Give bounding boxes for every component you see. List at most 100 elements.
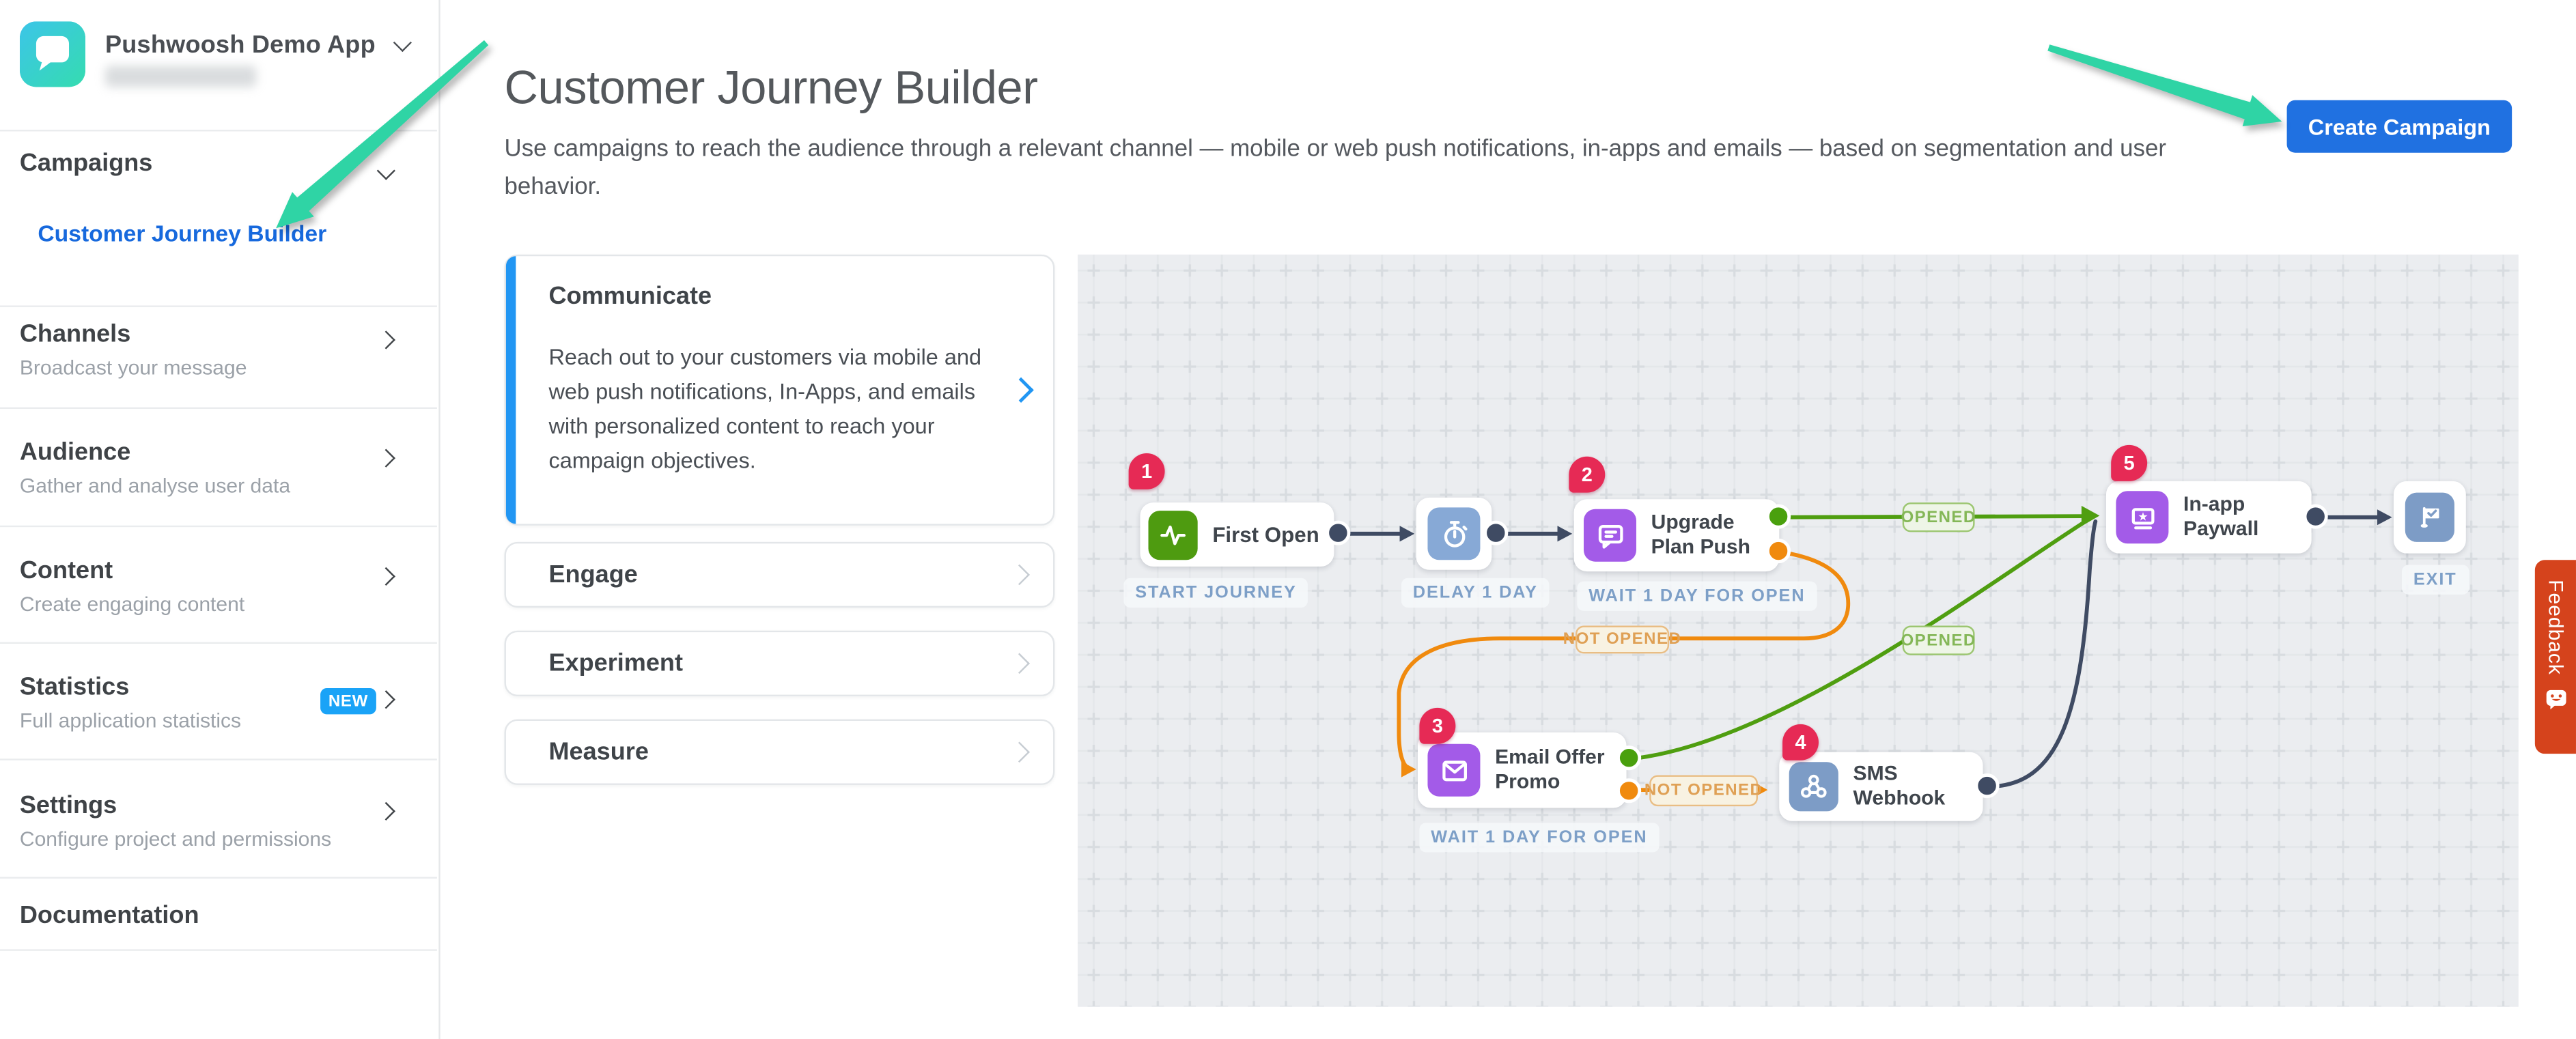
page-title: Customer Journey Builder xyxy=(504,62,1039,115)
engage-label: Engage xyxy=(548,560,638,589)
not-opened-port[interactable] xyxy=(1766,539,1791,564)
step-badge: 2 xyxy=(1569,456,1606,493)
stopwatch-icon xyxy=(1427,507,1481,560)
divider xyxy=(0,407,437,409)
output-port[interactable] xyxy=(2303,504,2328,529)
measure-label: Measure xyxy=(548,738,649,767)
app-selector[interactable]: Pushwoosh Demo App xyxy=(104,31,412,59)
chevron-right-icon xyxy=(1009,741,1030,763)
sidebar-item-channels[interactable]: Channels xyxy=(19,320,131,348)
chevron-right-icon[interactable] xyxy=(376,567,395,586)
chevron-down-icon[interactable] xyxy=(376,161,395,180)
engage-card[interactable]: Engage xyxy=(504,541,1055,608)
feedback-tab[interactable]: Feedback xyxy=(2534,560,2576,754)
activity-pulse-icon xyxy=(1148,509,1198,560)
node-sms-webhook[interactable]: SMS Webhook xyxy=(1779,752,1983,821)
node-caption: DELAY 1 DAY xyxy=(1401,578,1550,608)
divider xyxy=(0,877,437,879)
neutral-arrowheads xyxy=(1399,509,2392,542)
opened-edge-label: OPENED xyxy=(1901,502,1975,532)
node-first-open[interactable]: First Open xyxy=(1140,502,1334,567)
node-inapp-paywall[interactable]: ★ In-app Paywall xyxy=(2105,481,2312,554)
divider xyxy=(0,758,437,760)
sidebar-item-documentation[interactable]: Documentation xyxy=(19,901,199,930)
opened-edge-label: OPENED xyxy=(1901,625,1975,655)
output-port[interactable] xyxy=(1974,773,2000,799)
experiment-label: Experiment xyxy=(548,649,684,678)
sidebar-item-audience-subtitle: Gather and analyse user data xyxy=(19,474,291,498)
chevron-right-icon[interactable] xyxy=(376,801,395,821)
node-upgrade-plan-push[interactable]: Upgrade Plan Push xyxy=(1573,499,1780,572)
divider xyxy=(0,305,437,307)
node-exit[interactable] xyxy=(2393,481,2466,554)
new-badge: NEW xyxy=(320,687,376,715)
opened-arrowhead xyxy=(2081,505,2100,526)
node-label: First Open xyxy=(1212,522,1319,547)
feedback-smiley-icon xyxy=(2544,688,2567,720)
journey-edges xyxy=(1078,254,2519,1007)
webhook-icon xyxy=(1789,762,1838,812)
step-badge: 4 xyxy=(1782,724,1819,760)
sidebar-item-settings-subtitle: Configure project and permissions xyxy=(19,827,332,851)
chevron-right-icon[interactable] xyxy=(376,690,395,709)
flag-check-icon xyxy=(2405,492,2454,542)
output-port[interactable] xyxy=(1326,520,1351,545)
opened-port[interactable] xyxy=(1616,745,1642,771)
step-badge: 1 xyxy=(1128,453,1165,489)
sidebar-item-content-subtitle: Create engaging content xyxy=(19,593,245,616)
sidebar-item-statistics-subtitle: Full application statistics xyxy=(19,709,242,732)
canvas-grid xyxy=(1078,254,2519,1007)
sidebar-item-audience[interactable]: Audience xyxy=(19,438,131,467)
journey-canvas[interactable]: First Open xyxy=(1078,254,2519,1007)
step-badge: 3 xyxy=(1419,707,1456,744)
chevron-right-icon[interactable] xyxy=(376,330,395,350)
push-message-icon xyxy=(1583,509,1636,562)
communicate-card[interactable]: Communicate Reach out to your customers … xyxy=(504,254,1055,526)
ticket-icon: ★ xyxy=(2116,491,2169,544)
chevron-down-icon xyxy=(393,33,412,53)
app-code-redacted xyxy=(104,66,257,87)
node-label: Upgrade Plan Push xyxy=(1651,511,1751,558)
chevron-right-icon xyxy=(1009,564,1030,586)
divider xyxy=(0,130,437,132)
app-selector-label: Pushwoosh Demo App xyxy=(104,31,376,59)
create-campaign-button[interactable]: Create Campaign xyxy=(2286,100,2512,153)
pushwoosh-logo-icon[interactable] xyxy=(19,21,86,87)
not-opened-edge-label: NOT OPENED xyxy=(1563,625,1681,654)
node-caption: START JOURNEY xyxy=(1123,578,1308,608)
divider xyxy=(0,525,437,528)
node-label: SMS Webhook xyxy=(1853,762,1946,810)
sidebar-item-channels-subtitle: Broadcast your message xyxy=(19,356,247,380)
chevron-right-icon[interactable] xyxy=(376,449,395,468)
node-label: Email Offer Promo xyxy=(1495,745,1605,793)
sidebar-item-campaigns[interactable]: Campaigns xyxy=(19,149,153,177)
node-caption: EXIT xyxy=(2401,565,2469,595)
not-opened-edge-label: NOT OPENED xyxy=(1644,775,1762,807)
neutral-edges xyxy=(1345,515,2379,789)
email-icon xyxy=(1427,743,1481,797)
sidebar-item-statistics[interactable]: Statistics xyxy=(19,673,130,702)
communicate-body: Reach out to your customers via mobile a… xyxy=(548,345,982,473)
node-caption: WAIT 1 DAY FOR OPEN xyxy=(1577,581,1817,611)
measure-card[interactable]: Measure xyxy=(504,719,1055,785)
opened-port[interactable] xyxy=(1766,504,1791,529)
experiment-card[interactable]: Experiment xyxy=(504,630,1055,696)
annotation-arrow-to-create-button xyxy=(2047,44,2282,126)
chevron-right-icon xyxy=(1009,653,1030,674)
divider xyxy=(0,949,437,951)
sidebar-item-customer-journey-builder[interactable]: Customer Journey Builder xyxy=(38,220,327,246)
node-delay[interactable] xyxy=(1416,497,1492,570)
node-label: In-app Paywall xyxy=(2183,493,2259,541)
output-port[interactable] xyxy=(1483,520,1509,545)
sidebar: Pushwoosh Demo App Campaigns Customer Jo… xyxy=(0,0,440,1039)
node-email-offer-promo[interactable]: Email Offer Promo xyxy=(1418,732,1627,808)
sidebar-item-content[interactable]: Content xyxy=(19,556,113,585)
feedback-label: Feedback xyxy=(2544,580,2567,675)
step-badge: 5 xyxy=(2111,444,2148,481)
not-opened-port[interactable] xyxy=(1616,778,1642,803)
svg-text:★: ★ xyxy=(2137,509,2147,522)
chevron-right-icon xyxy=(1008,377,1034,403)
divider xyxy=(0,642,437,644)
sidebar-item-settings[interactable]: Settings xyxy=(19,791,117,820)
